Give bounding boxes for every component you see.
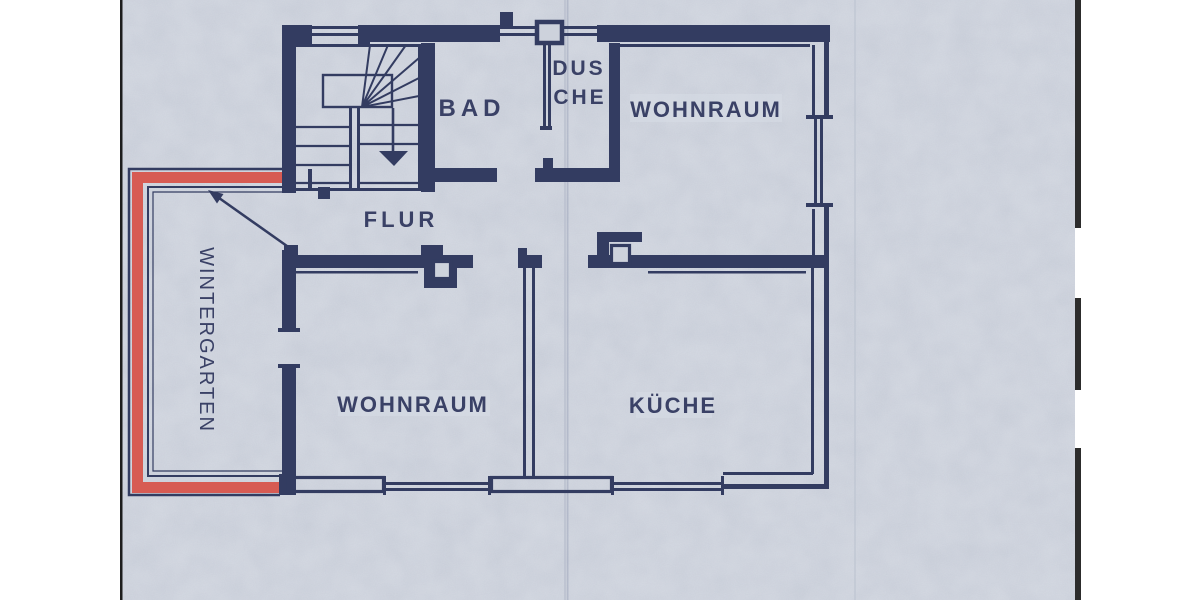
- room-labels: BAD DUS CHE WOHNRAUM FLUR WOHNRAUM KÜCHE…: [195, 57, 782, 433]
- label-wohnraum-top: WOHNRAUM: [630, 97, 782, 122]
- label-kueche: KÜCHE: [629, 393, 717, 418]
- chimney-shaft-icons: [421, 19, 642, 288]
- label-flur: FLUR: [364, 207, 439, 232]
- scan-borders: [120, 0, 1081, 600]
- label-bad: BAD: [439, 95, 506, 122]
- window-glyphs: [312, 26, 833, 495]
- partition-walls: [523, 43, 552, 478]
- label-dusche-line1: DUS: [552, 57, 605, 80]
- door-swing-arrow-icon: [208, 190, 298, 257]
- label-dusche-line2: CHE: [553, 86, 606, 109]
- scan-right-border: [1075, 0, 1081, 600]
- label-wohnraum-bottom: WOHNRAUM: [337, 392, 489, 417]
- scan-left-border: [120, 0, 123, 600]
- paper: [122, 0, 1075, 600]
- walls-solid: [278, 12, 830, 495]
- wintergarten-highlight: [127, 167, 312, 497]
- scan-crease-lines: [564, 0, 856, 600]
- staircase-icon: [293, 44, 421, 199]
- label-halos: [338, 94, 782, 418]
- label-wintergarten: WINTERGARTEN: [195, 247, 217, 433]
- stair-down-arrow-icon: [379, 108, 408, 166]
